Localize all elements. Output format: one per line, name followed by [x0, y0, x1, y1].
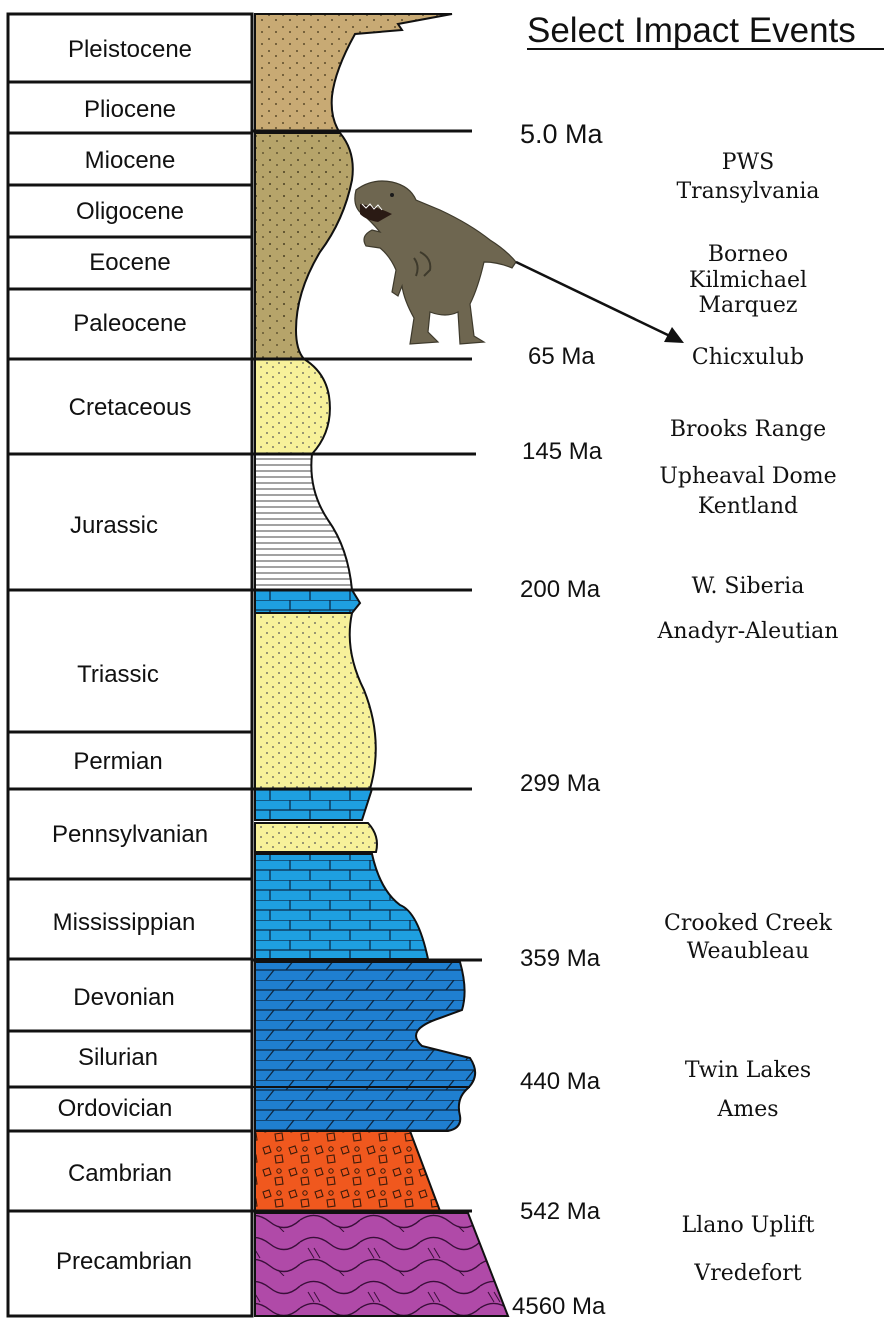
layer-pennsylvanian-limestone [255, 789, 372, 820]
age-label: 359 Ma [520, 945, 601, 972]
period-label-oligocene: Oligocene [76, 198, 184, 225]
layer-cretaceous-sandstone [255, 359, 330, 454]
layer-triassic-limestone [255, 590, 360, 613]
period-label-miocene: Miocene [85, 147, 176, 174]
layer-triassic-sandstone [255, 613, 376, 789]
event-label: Marquez [698, 293, 797, 318]
layer-olive-sand [255, 133, 353, 359]
period-label-triassic: Triassic [77, 661, 159, 688]
event-label: Borneo [708, 242, 788, 267]
period-label-cretaceous: Cretaceous [69, 394, 192, 421]
event-label: Chicxulub [692, 345, 804, 370]
event-label: Ames [716, 1097, 778, 1122]
period-label-pleistocene: Pleistocene [68, 36, 192, 63]
event-label: Llano Uplift [682, 1213, 815, 1238]
impact-events: PWS Transylvania Borneo Kilmichael Marqu… [657, 150, 839, 1286]
chart-title: Select Impact Events [527, 11, 856, 50]
event-label: Kentland [698, 494, 798, 519]
event-label: Anadyr-Aleutian [657, 619, 839, 644]
period-label-devonian: Devonian [73, 984, 174, 1011]
period-label-cambrian: Cambrian [68, 1160, 172, 1187]
layer-lower-paleozoic-dolomite [255, 962, 475, 1131]
period-label-eocene: Eocene [89, 249, 170, 276]
event-label: Upheaval Dome [659, 464, 836, 489]
event-label: Twin Lakes [685, 1058, 811, 1083]
event-label: Transylvania [676, 179, 819, 204]
event-label: Crooked Creek [664, 911, 833, 936]
period-label-ordovician: Ordovician [58, 1095, 173, 1122]
period-label-pennsylvanian: Pennsylvanian [52, 821, 208, 848]
period-label-mississippian: Mississippian [53, 909, 196, 936]
t-rex-icon [355, 181, 516, 344]
period-label-silurian: Silurian [78, 1044, 158, 1071]
event-label: PWS [722, 150, 775, 175]
event-label: Kilmichael [689, 268, 807, 293]
period-label-permian: Permian [73, 748, 162, 775]
layer-pennsylvanian-sandstone [255, 823, 377, 852]
layer-cambrian-conglomerate [255, 1131, 440, 1211]
age-label: 65 Ma [528, 343, 595, 370]
period-label-paleocene: Paleocene [73, 310, 186, 337]
age-label: 542 Ma [520, 1198, 601, 1225]
event-label: W. Siberia [692, 574, 805, 599]
age-label: 200 Ma [520, 576, 601, 603]
age-label: 299 Ma [520, 770, 601, 797]
event-label: Weaubleau [687, 939, 810, 964]
period-label-precambrian: Precambrian [56, 1248, 192, 1275]
layer-tan-sand [255, 14, 452, 133]
age-label: 4560 Ma [512, 1293, 606, 1320]
period-label-column: Pleistocene Pliocene Miocene Oligocene E… [8, 14, 252, 1316]
age-label: 5.0 Ma [520, 119, 604, 149]
period-label-jurassic: Jurassic [70, 512, 158, 539]
period-label-pliocene: Pliocene [84, 96, 176, 123]
age-label: 145 Ma [522, 438, 603, 465]
layer-mississippian-limestone [255, 854, 428, 959]
layer-jurassic-shale [255, 454, 352, 590]
age-label: 440 Ma [520, 1068, 601, 1095]
arrow-icon [516, 262, 684, 343]
event-label: Brooks Range [670, 417, 826, 442]
layer-precambrian-metamorphic [255, 1213, 508, 1316]
event-label: Vredefort [693, 1261, 801, 1286]
